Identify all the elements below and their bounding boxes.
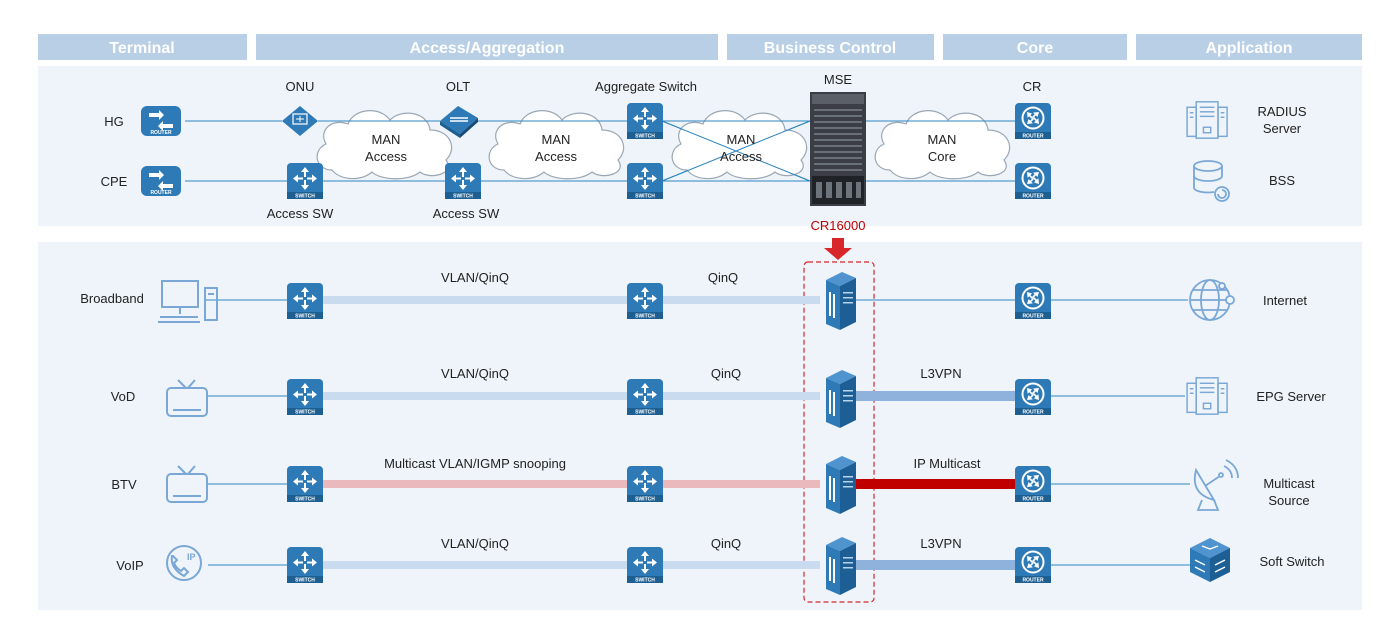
header-business-bg <box>727 34 934 60</box>
cr16000-label: CR16000 <box>811 218 866 233</box>
row-btv-cr16000-icon <box>826 456 856 514</box>
row-voip-terminal: VoIP <box>116 558 143 573</box>
header-terminal: Terminal <box>109 40 175 57</box>
row-vod-core-router-icon <box>1015 379 1051 415</box>
voip-phone-icon: IP <box>166 545 202 581</box>
aggregate-switch-label: Aggregate Switch <box>595 79 697 94</box>
radius-server-line2: Server <box>1263 121 1302 136</box>
cr-router-2-icon <box>1015 163 1051 199</box>
aggregate-switch-1-icon <box>627 103 663 139</box>
onu-label: ONU <box>286 79 315 94</box>
access-sw-1-icon <box>287 163 323 199</box>
row-broadband-agg-switch-icon <box>627 283 663 319</box>
row-btv-core-router-icon <box>1015 466 1051 502</box>
header-core: Core <box>1017 40 1054 57</box>
access-sw-2-label: Access SW <box>433 206 500 221</box>
hg-router-icon <box>141 106 181 136</box>
man-access-3-line1: MAN <box>727 132 756 147</box>
header-bar: Terminal Access/Aggregation Business Con… <box>38 34 1362 60</box>
man-access-3-line2: Access <box>720 149 762 164</box>
header-business-control: Business Control <box>764 40 896 57</box>
row-vod-agg-switch-icon <box>627 379 663 415</box>
cpe-router-icon <box>141 166 181 196</box>
cr16000-highlight-box <box>803 261 875 603</box>
row-voip-seg1: VLAN/QinQ <box>441 536 509 551</box>
row-broadband-terminal: Broadband <box>80 291 144 306</box>
row-vod-cr16000-icon <box>826 370 856 428</box>
man-core-line1: MAN <box>928 132 957 147</box>
man-core-line2: Core <box>928 149 956 164</box>
bss-label: BSS <box>1269 173 1295 188</box>
row-btv-terminal: BTV <box>111 477 137 492</box>
svg-text:IP: IP <box>187 552 196 562</box>
man-access-1-line2: Access <box>365 149 407 164</box>
header-application-bg <box>1136 34 1362 60</box>
header-application: Application <box>1205 40 1292 57</box>
row-voip-cr16000-icon <box>826 537 856 595</box>
row-vod-seg1: VLAN/QinQ <box>441 366 509 381</box>
row-btv-agg-switch-icon <box>627 466 663 502</box>
olt-label: OLT <box>446 79 470 94</box>
cpe-label: CPE <box>101 174 128 189</box>
man-access-2-line2: Access <box>535 149 577 164</box>
row-voip-seg2: QinQ <box>711 536 741 551</box>
cr-label: CR <box>1023 79 1042 94</box>
row-broadband-access-switch-icon <box>287 283 323 319</box>
soft-switch-cube-icon <box>1190 538 1230 582</box>
row-voip-core-router-icon <box>1015 547 1051 583</box>
row-broadband-seg1: VLAN/QinQ <box>441 270 509 285</box>
header-terminal-bg <box>38 34 247 60</box>
row-vod-seg2: QinQ <box>711 366 741 381</box>
row-btv-seg3: IP Multicast <box>914 456 981 471</box>
row-vod-access-switch-icon <box>287 379 323 415</box>
row-broadband-core-router-icon <box>1015 283 1051 319</box>
olt-icon <box>440 106 478 138</box>
internet-globe-icon <box>1189 279 1235 321</box>
app-epg-server-label: EPG Server <box>1256 389 1326 404</box>
row-voip-seg3: L3VPN <box>920 536 961 551</box>
bss-database-icon <box>1193 160 1230 202</box>
man-access-2-line1: MAN <box>542 132 571 147</box>
row-broadband-seg2: QinQ <box>708 270 738 285</box>
row-btv-seg1: Multicast VLAN/IGMP snooping <box>384 456 566 471</box>
header-core-bg <box>943 34 1127 60</box>
row-broadband-cr16000-icon <box>826 272 856 330</box>
aggregate-switch-2-icon <box>627 163 663 199</box>
radius-server-line1: RADIUS <box>1257 104 1306 119</box>
row-vod-terminal: VoD <box>111 389 136 404</box>
onu-icon <box>282 106 318 136</box>
app-internet-label: Internet <box>1263 293 1307 308</box>
mse-label: MSE <box>824 72 853 87</box>
row-vod-seg3: L3VPN <box>920 366 961 381</box>
hg-label: HG <box>104 114 124 129</box>
cr16000-arrow-icon <box>824 238 852 260</box>
app-multicast-source-line1: Multicast <box>1263 476 1315 491</box>
app-multicast-source-line2: Source <box>1268 493 1309 508</box>
access-sw-1-label: Access SW <box>267 206 334 221</box>
header-access-bg <box>256 34 718 60</box>
row-voip-access-switch-icon <box>287 547 323 583</box>
top-links-over-clouds <box>318 120 1015 182</box>
header-access-aggregation: Access/Aggregation <box>410 40 565 57</box>
app-soft-switch-label: Soft Switch <box>1259 554 1324 569</box>
pc-icon <box>158 280 218 323</box>
access-sw-2-icon <box>445 163 481 199</box>
multicast-source-dish-icon <box>1193 459 1239 511</box>
man-access-1-line1: MAN <box>372 132 401 147</box>
row-voip-agg-switch-icon <box>627 547 663 583</box>
row-btv-access-switch-icon <box>287 466 323 502</box>
cr-router-1-icon <box>1015 103 1051 139</box>
mse-chassis-icon <box>810 92 866 206</box>
